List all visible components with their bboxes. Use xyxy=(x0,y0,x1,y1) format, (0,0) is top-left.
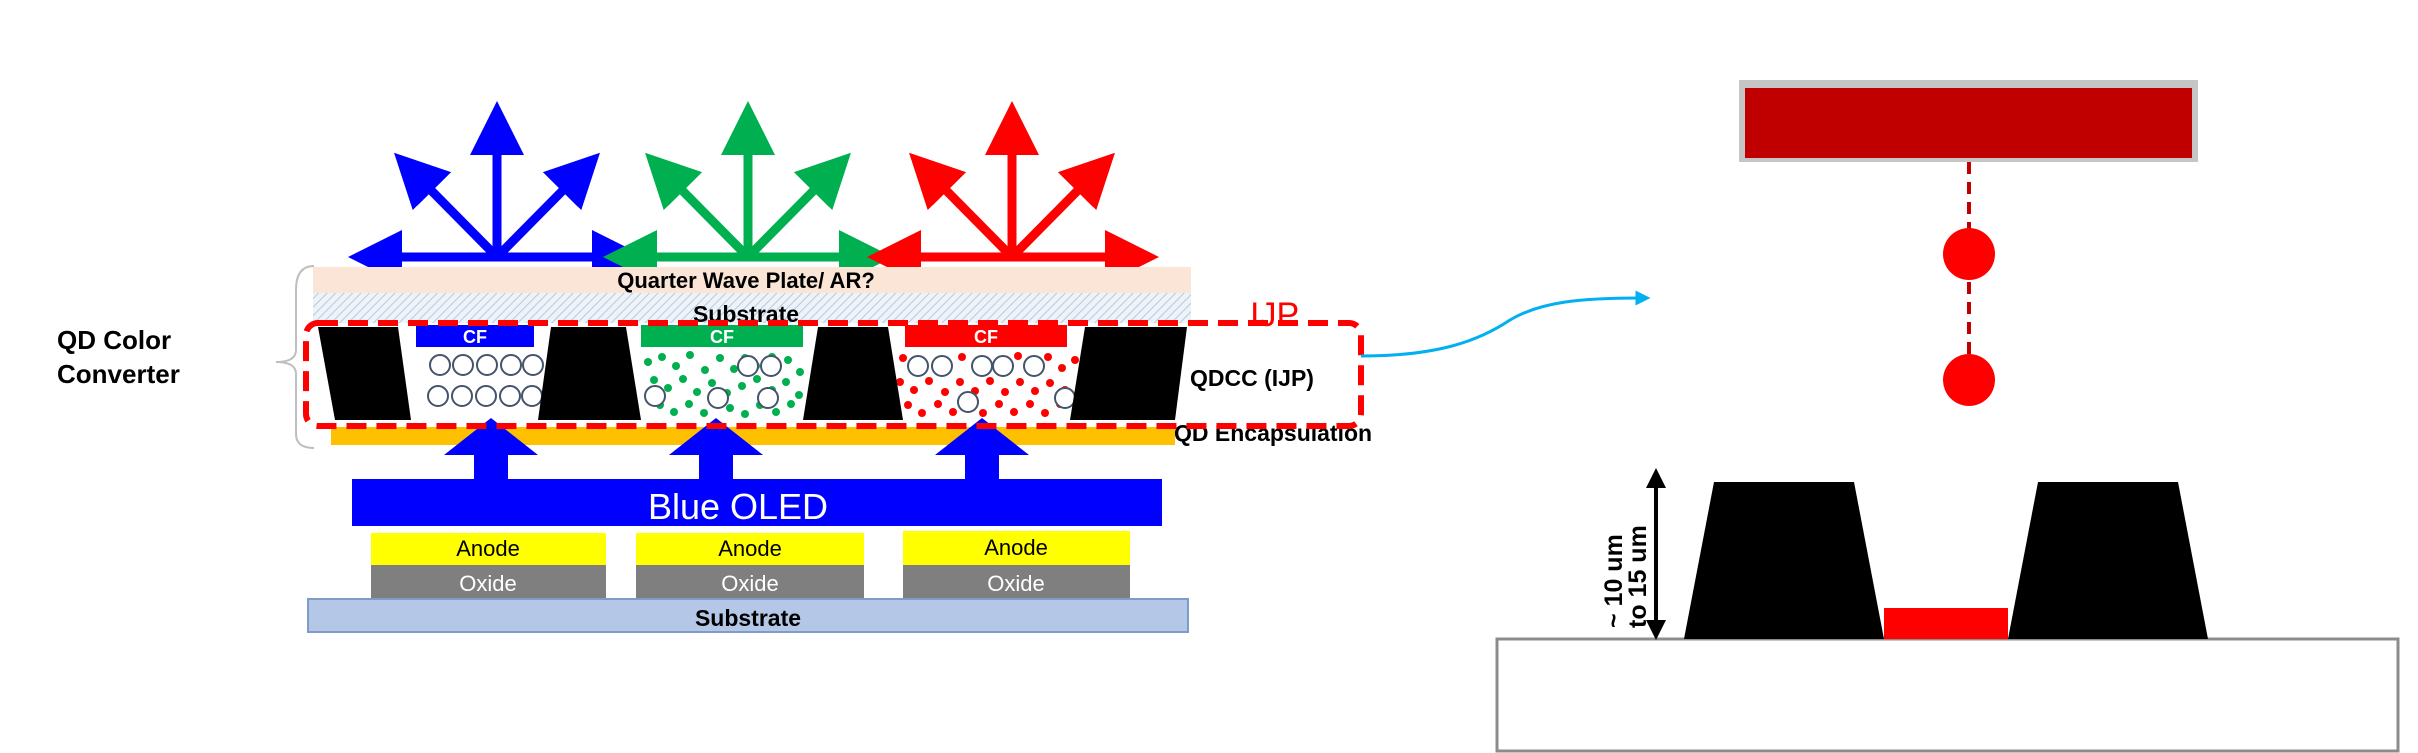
print-head-body xyxy=(1745,88,2192,158)
red-emission-arrows-icon xyxy=(867,101,1159,284)
qd-encapsulation-layer xyxy=(331,427,1175,445)
ink-droplet-2 xyxy=(1943,354,1995,406)
oxide-2-label: Oxide xyxy=(721,571,778,596)
anode-2 xyxy=(636,533,864,565)
red-quantum-dots xyxy=(896,352,1079,417)
quarter-wave-plate-label: Quarter Wave Plate/ AR? xyxy=(617,268,875,293)
blue-oled-label: Blue OLED xyxy=(648,486,828,527)
red-color-filter xyxy=(905,325,1067,347)
top-substrate-layer xyxy=(313,293,1191,323)
green-color-filter xyxy=(641,325,803,347)
scattering-particles-red xyxy=(907,355,1076,413)
pump-arrow-3-icon xyxy=(935,418,1029,480)
bank-2 xyxy=(538,327,641,420)
black-banks xyxy=(318,327,1187,420)
oxide-1-label: Oxide xyxy=(459,571,516,596)
quarter-wave-plate-layer xyxy=(313,267,1191,293)
pump-arrow-2-icon xyxy=(669,418,763,480)
ijp-label: IJP xyxy=(1250,296,1299,334)
ijp-dashed-region xyxy=(303,320,1364,429)
height-label-line2: to 15 um xyxy=(1624,525,1652,628)
bottom-substrate-layer xyxy=(307,598,1189,633)
bank-1 xyxy=(318,327,411,420)
oxide-3-label: Oxide xyxy=(987,571,1044,596)
blue-oled-layer xyxy=(352,479,1162,526)
blue-cf-label: CF xyxy=(463,327,487,347)
oxide-1 xyxy=(371,565,606,598)
anode-3 xyxy=(903,531,1130,565)
green-quantum-dots xyxy=(644,351,804,418)
print-substrate xyxy=(1495,637,2400,753)
ink-droplet-1 xyxy=(1943,228,1995,280)
scattering-particles-green xyxy=(644,355,782,409)
blue-color-filter xyxy=(416,325,534,347)
qd-color-converter-label-line1: QD Color xyxy=(57,325,171,355)
anode-1 xyxy=(371,533,606,565)
anode-2-label: Anode xyxy=(718,536,782,561)
qdcc-label: QDCC (IJP) xyxy=(1190,365,1314,391)
oxide-3 xyxy=(903,565,1130,598)
pump-arrow-1-icon xyxy=(444,418,538,480)
printed-ink-layer xyxy=(1884,608,2008,639)
qd-color-converter-label-line2: Converter xyxy=(57,359,180,389)
connector-arrow-icon xyxy=(1360,290,1651,358)
print-bank-right xyxy=(2008,482,2208,639)
anode-3-label: Anode xyxy=(984,535,1048,560)
green-emission-arrows-icon xyxy=(603,101,893,284)
scattering-particles-blue xyxy=(427,354,544,407)
bottom-substrate-label: Substrate xyxy=(695,605,801,631)
qd-color-converter-brace xyxy=(275,265,315,449)
red-cf-label: CF xyxy=(974,327,998,347)
green-cf-label: CF xyxy=(710,327,734,347)
print-bank-left xyxy=(1684,482,1884,639)
blue-emission-arrows-icon xyxy=(348,101,646,284)
oxide-2 xyxy=(636,565,864,598)
blue-pump-arrows xyxy=(444,418,1029,480)
bank-3 xyxy=(803,327,903,420)
height-label-line1: ~ 10 um xyxy=(1600,534,1628,628)
bank-4 xyxy=(1070,327,1187,420)
anode-1-label: Anode xyxy=(456,536,520,561)
